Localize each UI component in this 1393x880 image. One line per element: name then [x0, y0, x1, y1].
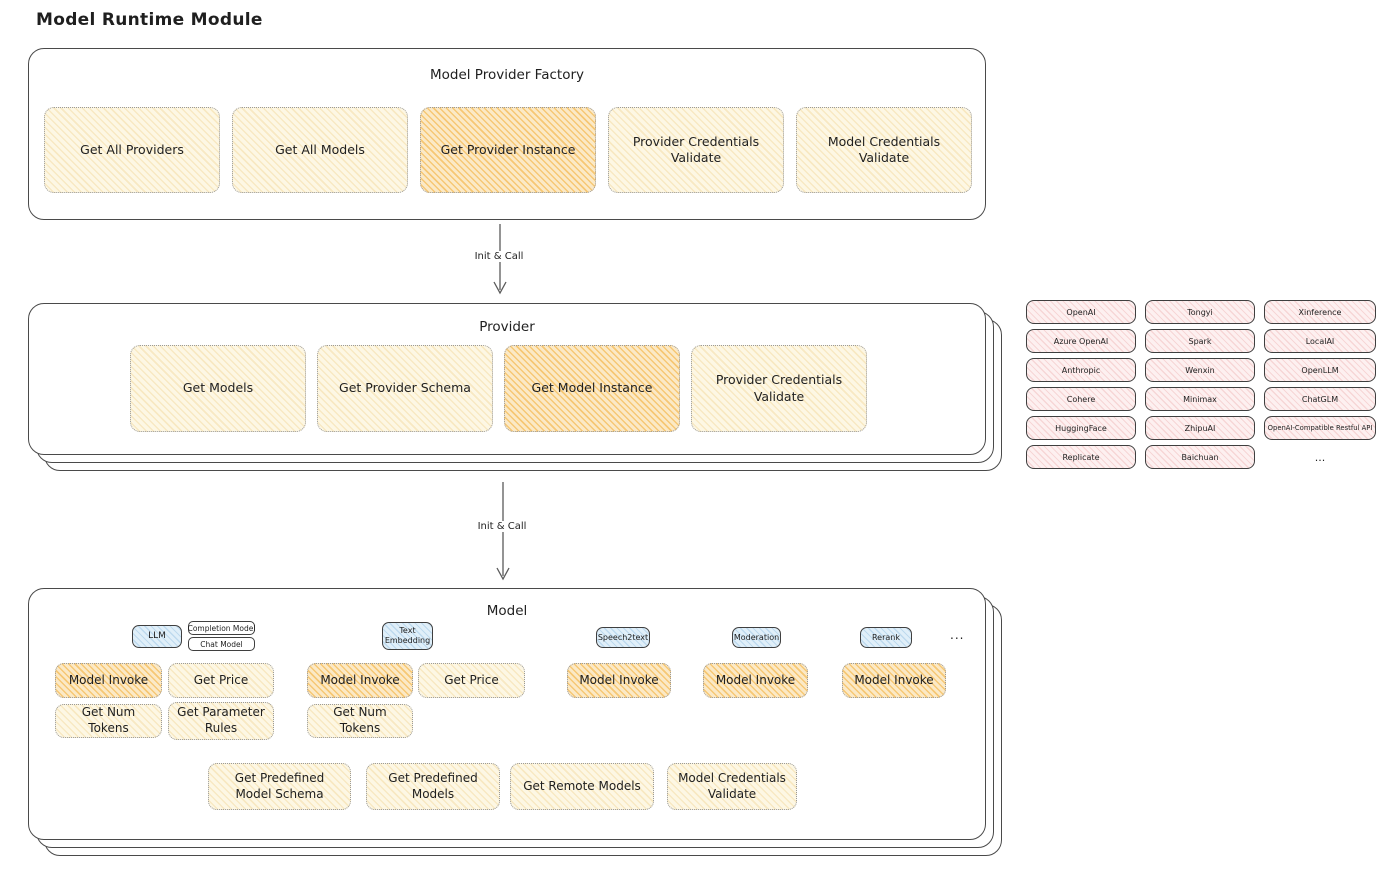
node-moderation-model-invoke: Model Invoke [703, 663, 808, 698]
provider-chip-openllm: OpenLLM [1264, 358, 1376, 382]
provider-node-provider-credentials-validate: Provider Credentials Validate [691, 345, 867, 432]
model-title: Model [486, 603, 528, 619]
factory-node-get-all-models: Get All Models [232, 107, 408, 193]
init-call-arrow-1-label: Init & Call [470, 251, 528, 262]
provider-chip-anthropic: Anthropic [1026, 358, 1136, 382]
provider-node-get-models: Get Models [130, 345, 306, 432]
provider-node-get-model-instance: Get Model Instance [504, 345, 680, 432]
tab-rerank: Rerank [860, 627, 912, 648]
provider-chip-huggingface: HuggingFace [1026, 416, 1136, 440]
provider-node-get-provider-schema: Get Provider Schema [317, 345, 493, 432]
factory-node-get-all-providers: Get All Providers [44, 107, 220, 193]
provider-chip-localai: LocalAI [1264, 329, 1376, 353]
provider-chip-wenxin: Wenxin [1145, 358, 1255, 382]
provider-chip-openai-compatible: OpenAI-Compatible Restful API [1264, 416, 1376, 440]
providers-more-ellipsis: ... [1314, 450, 1326, 464]
provider-chip-azure-openai: Azure OpenAI [1026, 329, 1136, 353]
tab-speech2text: Speech2text [596, 627, 650, 648]
provider-chip-openai: OpenAI [1026, 300, 1136, 324]
node-speech2text-model-invoke: Model Invoke [567, 663, 671, 698]
provider-chip-xinference: Xinference [1264, 300, 1376, 324]
providers-grid: OpenAI Tongyi Xinference Azure OpenAI Sp… [1026, 300, 1376, 469]
init-call-arrow-2 [496, 482, 510, 581]
node-get-predefined-model-schema: Get Predefined Model Schema [208, 763, 351, 810]
provider-chip-replicate: Replicate [1026, 445, 1136, 469]
tab-llm: LLM [132, 625, 182, 648]
provider-chip-tongyi: Tongyi [1145, 300, 1255, 324]
provider-chip-minimax: Minimax [1145, 387, 1255, 411]
node-get-remote-models: Get Remote Models [510, 763, 654, 810]
node-embedding-model-invoke: Model Invoke [307, 663, 413, 698]
provider-chip-baichuan: Baichuan [1145, 445, 1255, 469]
node-get-predefined-models: Get Predefined Models [366, 763, 500, 810]
tab-text-embedding: Text Embedding [382, 622, 433, 650]
provider-title: Provider [479, 319, 535, 335]
node-llm-get-parameter-rules: Get Parameter Rules [168, 702, 274, 740]
factory-node-model-credentials-validate: Model Credentials Validate [796, 107, 972, 193]
node-rerank-model-invoke: Model Invoke [842, 663, 946, 698]
init-call-arrow-2-label: Init & Call [473, 521, 531, 532]
factory-title: Model Provider Factory [429, 67, 584, 83]
provider-chip-cohere: Cohere [1026, 387, 1136, 411]
node-llm-get-num-tokens: Get Num Tokens [55, 704, 162, 738]
node-model-credentials-validate: Model Credentials Validate [667, 763, 797, 810]
provider-chip-zhipuai: ZhipuAI [1145, 416, 1255, 440]
node-llm-get-price: Get Price [168, 663, 274, 698]
factory-node-provider-credentials-validate: Provider Credentials Validate [608, 107, 784, 193]
tab-chat-model: Chat Model [188, 637, 255, 651]
provider-chip-spark: Spark [1145, 329, 1255, 353]
tabs-more-ellipsis: ... [950, 628, 965, 642]
provider-chip-chatglm: ChatGLM [1264, 387, 1376, 411]
node-llm-model-invoke: Model Invoke [55, 663, 162, 698]
node-embedding-get-num-tokens: Get Num Tokens [307, 704, 413, 738]
page-title: Model Runtime Module [36, 10, 263, 30]
tab-completion-model: Completion Model [188, 621, 255, 635]
node-embedding-get-price: Get Price [418, 663, 525, 698]
tab-moderation: Moderation [732, 627, 781, 648]
factory-node-get-provider-instance: Get Provider Instance [420, 107, 596, 193]
